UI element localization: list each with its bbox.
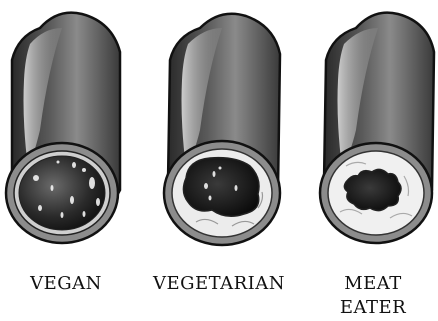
label-vegan: VEGAN [20,273,112,295]
artery-vegan-lumen [19,156,105,230]
label-meat-eater-line1: MEAT [318,273,428,295]
artery-vegan [6,13,120,243]
label-vegetarian: VEGETARIAN [135,273,303,295]
artery-meat-eater [320,13,434,243]
label-meat-eater-line2: EATER [318,297,428,319]
artery-vegetarian [164,14,280,245]
artery-vegetarian-lumen [183,158,259,217]
label-meat-eater: MEAT EATER [318,273,428,319]
